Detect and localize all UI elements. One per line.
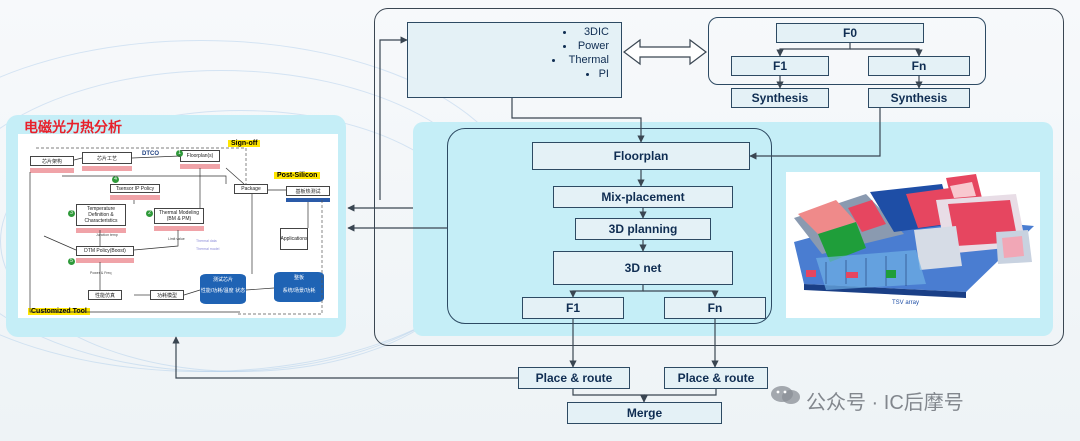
- mini-bar-blue: [286, 198, 330, 202]
- node-place-route-1: Place & route: [518, 367, 630, 389]
- svg-text:Thermal data: Thermal data: [196, 239, 217, 243]
- mini-bar: [76, 258, 134, 263]
- tag-post-silicon: Post-Silicon: [274, 172, 321, 179]
- step-marker: 5: [68, 258, 75, 265]
- mini-block-chip-process: 芯片工艺: [82, 152, 132, 164]
- mini-bar: [180, 164, 220, 169]
- mini-block-board-test: 基板热测试: [286, 186, 330, 196]
- variant-frame: [708, 17, 986, 85]
- bullet-dot: [586, 73, 589, 76]
- mini-bar: [76, 228, 126, 233]
- db-title: 整板: [293, 275, 304, 281]
- db-body: 性能/功耗/温度 状态: [200, 288, 246, 294]
- bullet-dot: [563, 45, 566, 48]
- node-f0: F0: [776, 23, 924, 43]
- feature-label: PI: [598, 68, 609, 80]
- chip-3d-image: TSV array: [786, 172, 1040, 318]
- mini-block-package: Package: [234, 184, 268, 194]
- design-flow-frame: [447, 128, 772, 324]
- step-marker: 3: [68, 210, 75, 217]
- mini-block-tsensor: Tsensor IP Policy: [110, 184, 160, 193]
- node-3d-planning: 3D planning: [575, 218, 711, 240]
- node-fn: Fn: [664, 297, 766, 319]
- mini-block-power-model: 功耗模型: [150, 290, 184, 300]
- mini-block-chip-arch: 芯片架构: [30, 156, 74, 166]
- node-synthesis-2: Synthesis: [868, 88, 970, 108]
- panel-title: 电磁光力热分析: [24, 119, 122, 135]
- bullet-dot: [563, 31, 566, 34]
- db-body: 系统/场景/功耗: [282, 288, 316, 294]
- tag-dtco: DTCO: [142, 151, 159, 157]
- node-3d-net: 3D net: [553, 251, 733, 285]
- feature-label: Thermal: [568, 54, 609, 66]
- step-marker: 2: [146, 210, 153, 217]
- node-place-route-2: Place & route: [664, 367, 768, 389]
- step-marker: 1: [176, 150, 183, 157]
- mini-bar: [30, 168, 74, 173]
- svg-text:Thermal model: Thermal model: [196, 247, 220, 251]
- bullet-dot: [552, 59, 555, 62]
- tag-sign-off: Sign-off: [228, 140, 261, 147]
- watermark-text: 公众号 · IC后摩号: [806, 392, 964, 414]
- chip-3d-label: TSV array: [892, 300, 919, 306]
- wechat-icon: [770, 384, 802, 406]
- mini-block-dtm: DTM Policy(Boost): [76, 246, 134, 256]
- tag-customized-tool: Customized Tool: [28, 308, 90, 315]
- feature-label: Power: [577, 40, 609, 52]
- svg-text:Junction temp: Junction temp: [96, 233, 118, 237]
- features-box: 3DIC Power Thermal PI: [407, 22, 622, 98]
- database-board: 整板 系统/场景/功耗: [274, 272, 324, 302]
- mini-block-floorplan: Floorplan(s): [180, 150, 220, 162]
- chip-3d-drawing: TSV array: [794, 174, 1034, 306]
- node-f1: F1: [522, 297, 624, 319]
- mini-block-perf-sim: 性能仿真: [88, 290, 122, 300]
- db-title: 测试芯片: [212, 277, 233, 283]
- mini-bar: [154, 226, 204, 231]
- mini-block-thermal-modeling: Thermal Modeling (BM & PM): [154, 208, 204, 224]
- mini-block-temperature: Temperature Definition & Characteristics: [76, 204, 126, 226]
- feature-label: 3DIC: [583, 26, 609, 38]
- mini-bar: [110, 195, 160, 200]
- mini-bar: [82, 166, 132, 171]
- database-test-chip: 测试芯片 性能/功耗/温度 状态: [200, 274, 246, 304]
- svg-text:Limit value: Limit value: [168, 237, 185, 241]
- step-marker: 4: [112, 176, 119, 183]
- outer-flow-frame: [374, 8, 1064, 346]
- mini-block-applications: Applications: [280, 228, 308, 250]
- svg-text:Power & Freq: Power & Freq: [90, 271, 111, 275]
